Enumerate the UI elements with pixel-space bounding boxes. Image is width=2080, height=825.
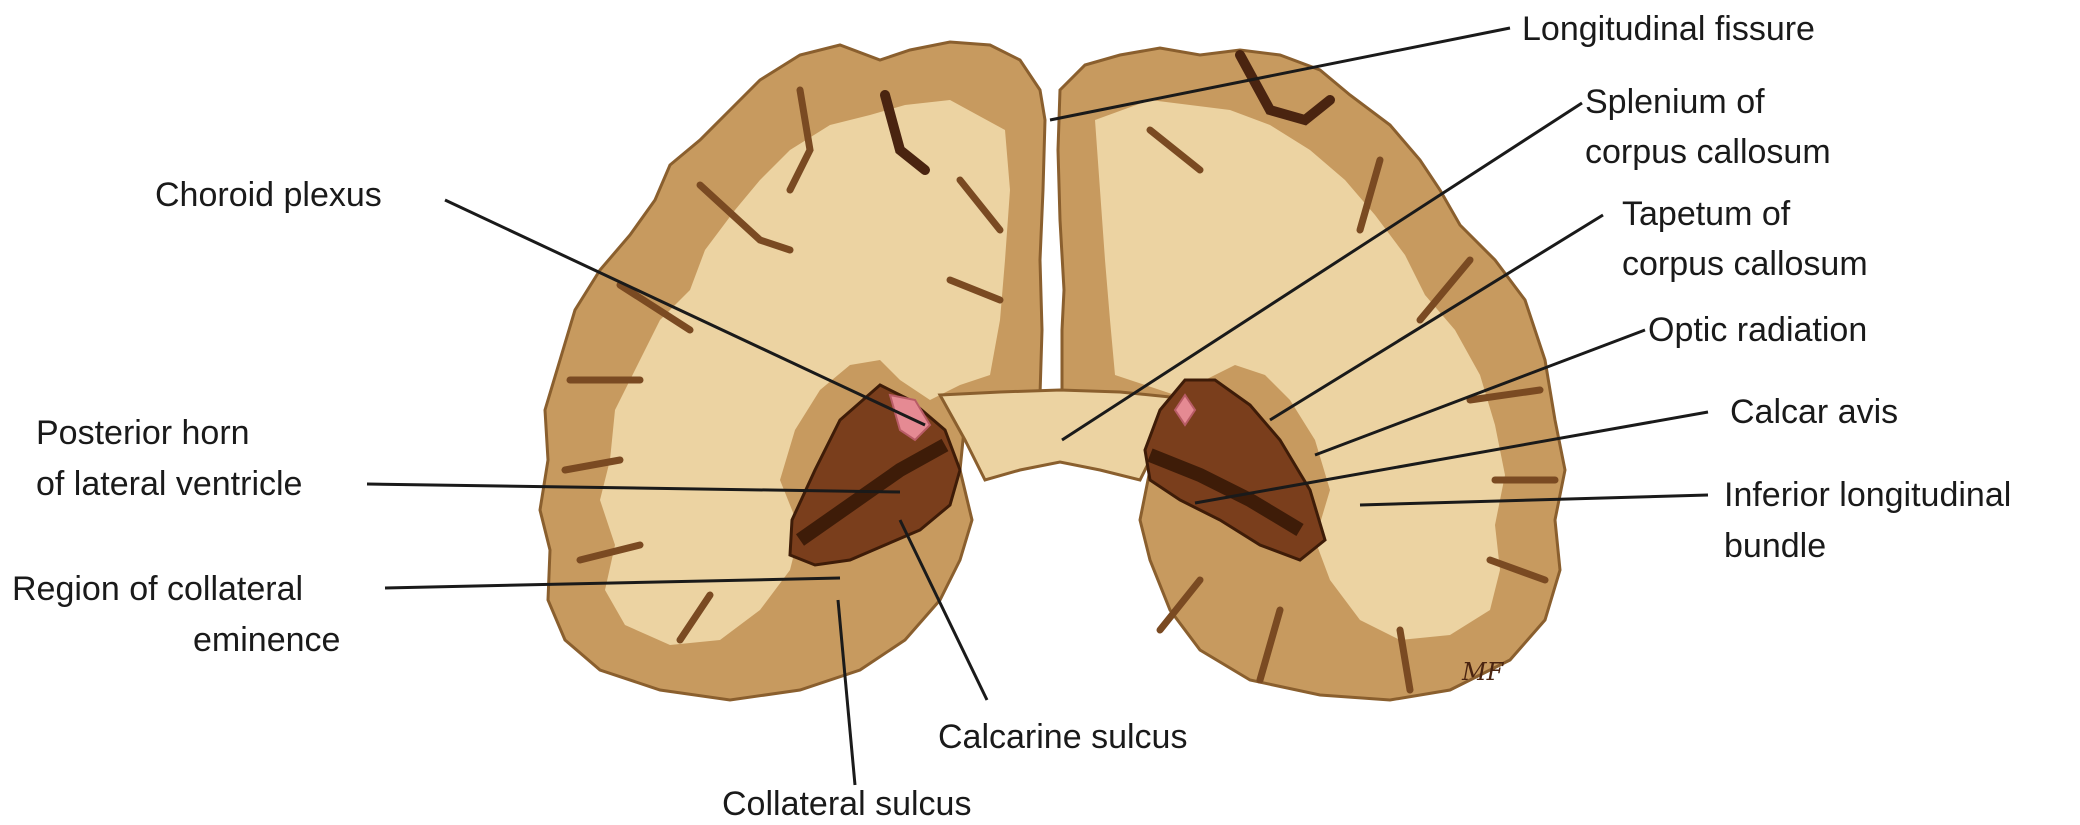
label-inferior-longitudinal-line2: bundle [1724, 527, 1826, 565]
label-splenium-line1: Splenium of [1585, 83, 1765, 121]
left-hemisphere [540, 42, 1045, 700]
label-tapetum-line1: Tapetum of [1622, 195, 1791, 233]
label-choroid-plexus: Choroid plexus [155, 176, 382, 214]
label-longitudinal-fissure: Longitudinal fissure [1522, 10, 1815, 48]
label-inferior-longitudinal-line1: Inferior longitudinal [1724, 476, 2011, 514]
label-calcar-avis: Calcar avis [1730, 393, 1898, 431]
label-tapetum-line2: corpus callosum [1622, 245, 1868, 283]
label-calcarine-sulcus: Calcarine sulcus [938, 718, 1187, 756]
label-collateral-eminence-line2: eminence [193, 621, 340, 659]
label-collateral-sulcus: Collateral sulcus [722, 785, 971, 823]
artist-signature: MF [1461, 658, 1505, 686]
right-hemisphere [1058, 48, 1565, 700]
splenium-bridge [940, 390, 1180, 480]
label-splenium-line2: corpus callosum [1585, 133, 1831, 171]
label-optic-radiation: Optic radiation [1648, 311, 1867, 349]
label-collateral-eminence-line1: Region of collateral [12, 570, 303, 608]
label-posterior-horn-line2: of lateral ventricle [36, 465, 302, 503]
label-posterior-horn-line1: Posterior horn [36, 414, 250, 452]
